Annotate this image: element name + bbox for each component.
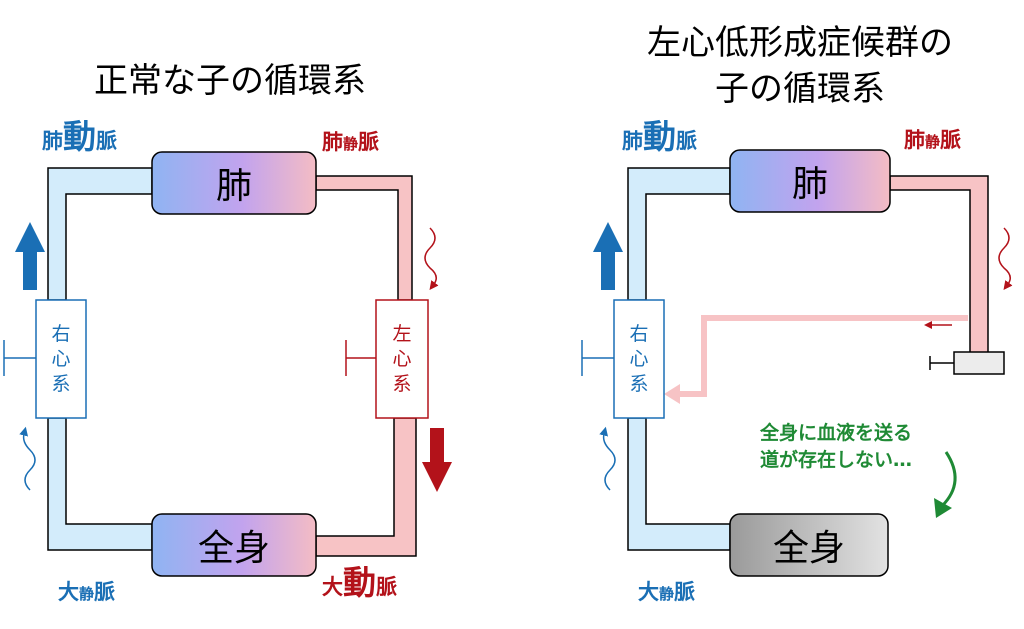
vena-cava-label: 大静脈 [58, 580, 116, 604]
no-systemic-path-note: 全身に血液を送る 道が存在しない… [726, 420, 946, 474]
lung-box [729, 149, 891, 213]
right-title-line1: 左心低形成症候群の [647, 23, 953, 63]
pulmonary-vein-vessel [315, 175, 413, 301]
right-heart-label: 右 心 系 [51, 322, 71, 395]
right-heart-label: 右 心 系 [629, 322, 649, 395]
note-line2: 道が存在しない… [759, 449, 912, 471]
up-arrow-icon [15, 222, 45, 290]
right-title-line2: 子の循環系 [715, 69, 885, 109]
right-heart-box [613, 299, 665, 419]
body-box [151, 513, 317, 577]
pulmonary-artery-vessel [627, 167, 731, 301]
pulmonary-vein-vessel [889, 175, 989, 355]
aorta-vessel [315, 417, 417, 557]
curved-arrow-icon [934, 451, 957, 518]
right-title: 左心低形成症候群の 子の循環系 [590, 20, 1010, 112]
pulmonary-artery-label: 肺動脈 [42, 117, 117, 156]
hlhs-circulation [581, 149, 1013, 577]
small-left-arrow-icon [924, 321, 952, 329]
pulmonary-artery-vessel [47, 167, 153, 301]
left-heart-box [375, 299, 429, 419]
lung-box [151, 151, 317, 215]
normal-circulation [3, 151, 452, 577]
wavy-arrow-icon [424, 227, 439, 291]
shunt-path [676, 315, 968, 397]
right-heart-box [35, 299, 87, 419]
note-line1: 全身に血液を送る [759, 422, 912, 444]
aorta-label: 大動脈 [322, 563, 397, 602]
shunt-arrowhead [664, 384, 680, 404]
pulmonary-artery-label: 肺動脈 [622, 117, 697, 156]
vena-cava-vessel [47, 417, 153, 551]
up-arrow-icon [593, 222, 623, 290]
wavy-arrow-icon [19, 426, 36, 491]
down-arrow-icon [422, 428, 452, 492]
wavy-arrow-icon [998, 227, 1013, 291]
pulmonary-vein-label: 肺静脈 [904, 128, 962, 152]
left-title: 正常な子の循環系 [94, 61, 366, 101]
wavy-arrow-icon [599, 426, 616, 491]
vena-cava-label: 大静脈 [638, 580, 696, 604]
pulmonary-vein-label: 肺静脈 [322, 130, 380, 154]
body-box [729, 513, 889, 577]
syringe-icon [929, 351, 1005, 375]
left-heart-label: 左 心 系 [392, 322, 412, 395]
vena-cava-vessel [627, 417, 731, 551]
